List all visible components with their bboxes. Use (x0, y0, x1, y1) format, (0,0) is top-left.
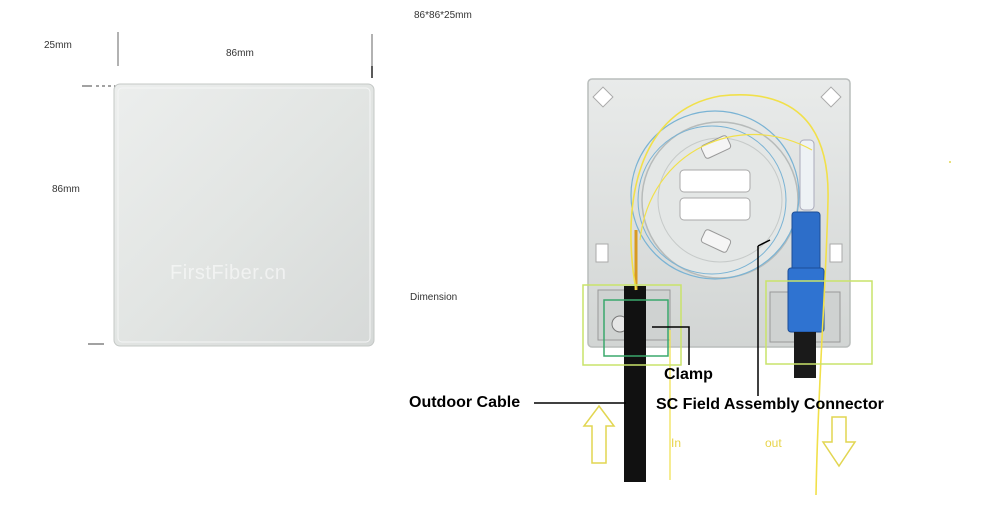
height-label: 86mm (52, 184, 80, 195)
out-arrow-icon (821, 416, 857, 468)
outdoor-cable-label: Outdoor Cable (409, 394, 521, 411)
width-label: 86mm (226, 48, 254, 59)
dimension-label: Dimension (410, 292, 458, 303)
stray-dot (949, 161, 951, 163)
sc-connector (787, 139, 825, 378)
page-title: 86*86*25mm (414, 10, 472, 21)
outdoor-cable (624, 230, 646, 482)
yellow-fiber (630, 94, 829, 496)
clamp-label: Clamp (664, 366, 713, 383)
out-label: out (765, 436, 782, 450)
in-arrow-icon (582, 404, 616, 464)
watermark: FirstFiber.cn (170, 262, 287, 284)
highlight-frames (582, 280, 873, 366)
in-label: In (671, 436, 682, 450)
cover-panel (113, 83, 375, 347)
leader-lines (534, 239, 771, 404)
dimension-guides (82, 32, 373, 345)
connector-label: SC Field Assembly Connector (656, 396, 884, 413)
depth-label: 25mm (44, 40, 72, 51)
